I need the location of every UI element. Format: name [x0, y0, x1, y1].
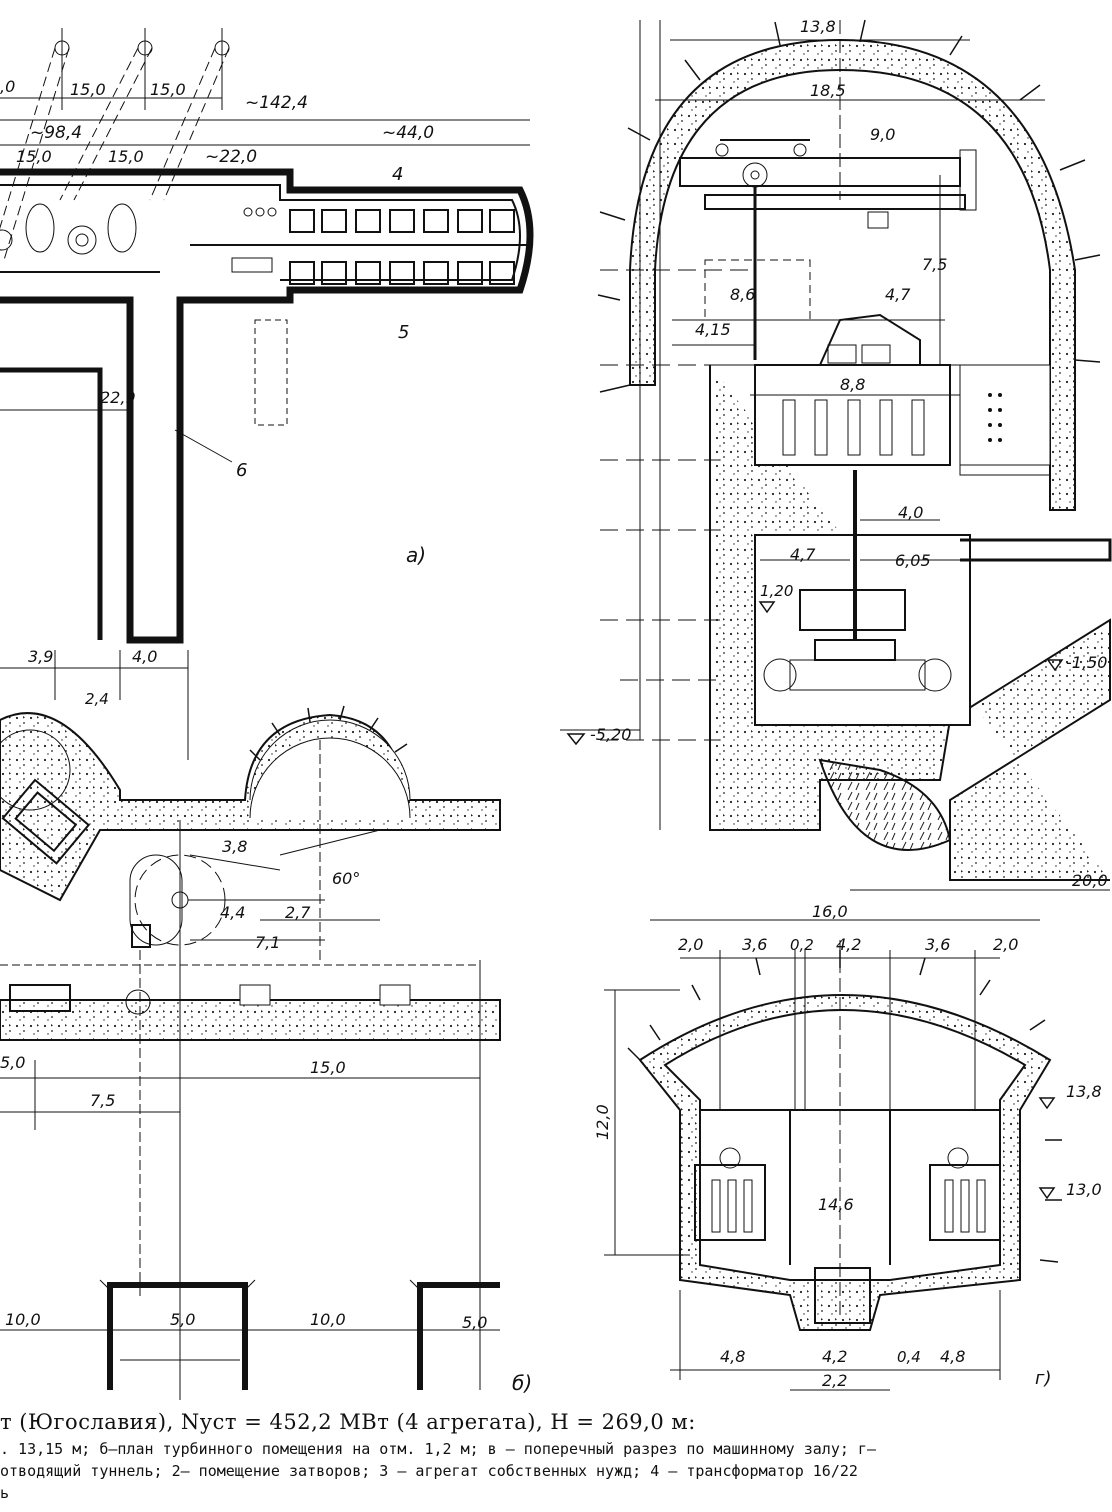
dim-b-13: 5,0 [170, 1310, 195, 1329]
dim-b-11: 7,5 [90, 1091, 115, 1110]
dim-b-12: 10,0 [5, 1310, 41, 1329]
dim-g-5: 4,2 [836, 935, 861, 954]
dim-a-9: 22,9 [100, 388, 136, 407]
panel-board-dots [988, 393, 1002, 442]
dim-g-14: 0,4 [897, 1348, 921, 1366]
dim-g-12: 4,8 [720, 1347, 745, 1366]
dim-v-11: 6,05 [895, 551, 931, 570]
dim-v-3: 9,0 [870, 125, 895, 144]
dim-b-2: 4,0 [132, 647, 157, 666]
dim-a-3: ~142,4 [245, 93, 308, 113]
panel-label-a: а) [406, 543, 426, 567]
dim-v-9: 4,0 [898, 503, 923, 522]
panel-label-b: б) [512, 1371, 532, 1395]
dim-b-14: 10,0 [310, 1310, 346, 1329]
dim-a-10: ,0 [0, 77, 15, 96]
dim-b-6: 4,4 [220, 903, 245, 922]
dim-v-14: -5,20 [590, 725, 631, 744]
dim-g-10: 14,6 [818, 1195, 854, 1214]
dim-v-1: 13,8 [800, 17, 836, 36]
dim-b-8: 7,1 [255, 933, 280, 952]
panel-label-g: г) [1035, 1368, 1051, 1389]
dim-g-9: 13,8 [1066, 1082, 1102, 1101]
figure-caption-line-3: отводящий туннель; 2— помещение затворов… [0, 1462, 858, 1480]
dim-g-6: 3,6 [925, 935, 950, 954]
dim-b-15: 5,0 [462, 1313, 487, 1332]
dim-a-4: ~98,4 [30, 123, 82, 143]
dim-a-7: ~22,0 [205, 147, 257, 167]
dim-b-5: 60° [332, 869, 360, 888]
dim-g-8: 12,0 [593, 1104, 612, 1140]
dim-g-3: 3,6 [742, 935, 767, 954]
panel-b-plan [0, 650, 501, 1400]
dim-b-10: 15,0 [310, 1058, 346, 1077]
engineering-drawing: 4 5 6 15,0 15,0 ~142,4 ~98,4 15,0 15,0 ~… [0, 17, 1112, 1400]
dim-a-6: 15,0 [108, 147, 144, 166]
dim-g-15: 4,8 [940, 1347, 965, 1366]
dim-v-2: 18,5 [810, 81, 846, 100]
callout-5: 5 [398, 322, 409, 343]
dim-a-1: 15,0 [70, 80, 106, 99]
figure-caption-line-2: . 13,15 м; б—план турбинного помещения н… [0, 1440, 876, 1458]
dim-g-11: 13,0 [1066, 1180, 1102, 1199]
panel-a-plan [0, 28, 534, 644]
dim-b-9: 5,0 [0, 1053, 25, 1072]
dim-v-12: 1,20 [760, 582, 793, 600]
dim-a-5: 15,0 [16, 147, 52, 166]
figure-caption-line-4: ь [0, 1484, 10, 1502]
dim-g-16: 2,2 [822, 1371, 847, 1390]
dim-b-3: 2,4 [85, 690, 109, 708]
dim-g-4: 0,2 [790, 936, 814, 954]
dim-g-1: 16,0 [812, 902, 848, 921]
transformer-cells [289, 209, 515, 285]
dim-v-4: 8,6 [730, 285, 755, 304]
dim-v-5: 4,7 [885, 285, 911, 304]
dim-g-13: 4,2 [822, 1347, 847, 1366]
panel-g-section [604, 919, 1062, 1391]
dim-a-8: ~44,0 [382, 123, 434, 143]
dim-g-2: 2,0 [678, 935, 703, 954]
dim-a-2: 15,0 [150, 80, 186, 99]
dim-v-8: 8,8 [840, 375, 865, 394]
dim-v-6: 7,5 [922, 255, 947, 274]
dim-b-7: 2,7 [285, 903, 311, 922]
dim-v-15: 20,0 [1072, 871, 1108, 890]
dim-g-7: 2,0 [993, 935, 1018, 954]
dim-b-1: 3,9 [28, 647, 53, 666]
dim-v-10: 4,7 [790, 545, 816, 564]
panel-v-section [560, 19, 1112, 891]
dim-v-13: -1,50 [1066, 653, 1107, 672]
dim-b-4: 3,8 [222, 837, 247, 856]
callout-4: 4 [392, 164, 403, 185]
dim-v-7: 4,15 [695, 320, 731, 339]
callout-6: 6 [236, 460, 247, 481]
figure-caption-title: т (Югославия), Nуст = 452,2 МВт (4 агрег… [0, 1410, 696, 1434]
